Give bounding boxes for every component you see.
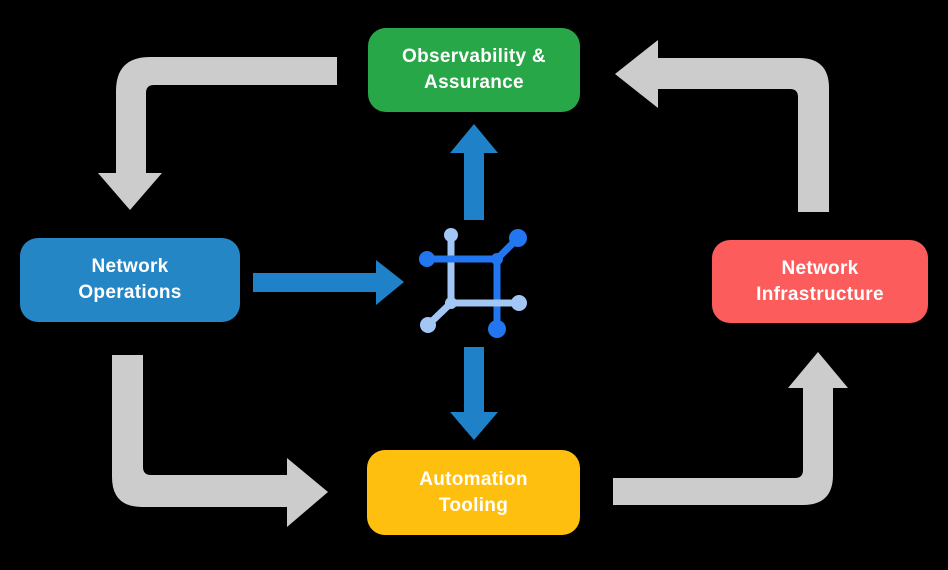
node-network-infrastructure: Network Infrastructure bbox=[712, 240, 928, 323]
network-topology-icon bbox=[419, 228, 527, 338]
icon-light-lines-back bbox=[425, 235, 455, 328]
arrow-operations-to-center bbox=[253, 260, 404, 305]
node-network-operations: Network Operations bbox=[20, 238, 240, 322]
node-observability-assurance: Observability & Assurance bbox=[368, 28, 580, 112]
arrow-observability-to-operations bbox=[98, 57, 337, 210]
icon-light-nodes bbox=[420, 228, 527, 333]
icon-dark-nodes bbox=[419, 229, 527, 338]
arrow-automation-to-infrastructure bbox=[613, 352, 848, 505]
arrow-infrastructure-to-observability bbox=[615, 40, 829, 212]
arrow-center-to-observability bbox=[450, 124, 498, 220]
arrow-center-to-automation bbox=[450, 347, 498, 440]
node-automation-tooling: Automation Tooling bbox=[367, 450, 580, 535]
arrow-operations-to-automation bbox=[112, 355, 328, 527]
